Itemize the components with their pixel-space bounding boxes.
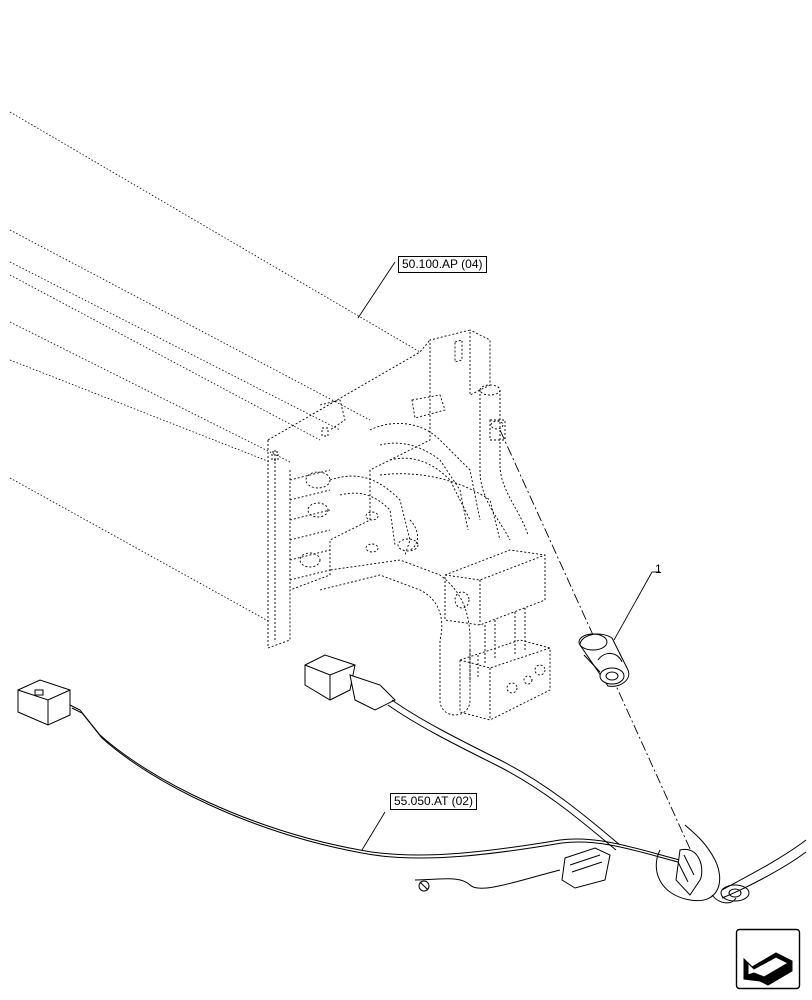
leader-lines (357, 261, 660, 851)
evaporator-reference-label: 50.100.AP (04) (398, 256, 487, 273)
pressure-switch (578, 633, 630, 687)
pressure-switch-callout: 1 (655, 562, 662, 576)
wiring-harness (17, 654, 807, 904)
harness-reference-label: 55.050.AT (02) (390, 793, 477, 810)
expansion-valve-block (444, 549, 551, 721)
evaporator-side-plate (267, 329, 491, 649)
arrow-previous-icon[interactable] (735, 928, 801, 990)
evaporator-tubes (289, 384, 529, 716)
evaporator-core-outline (9, 111, 421, 623)
